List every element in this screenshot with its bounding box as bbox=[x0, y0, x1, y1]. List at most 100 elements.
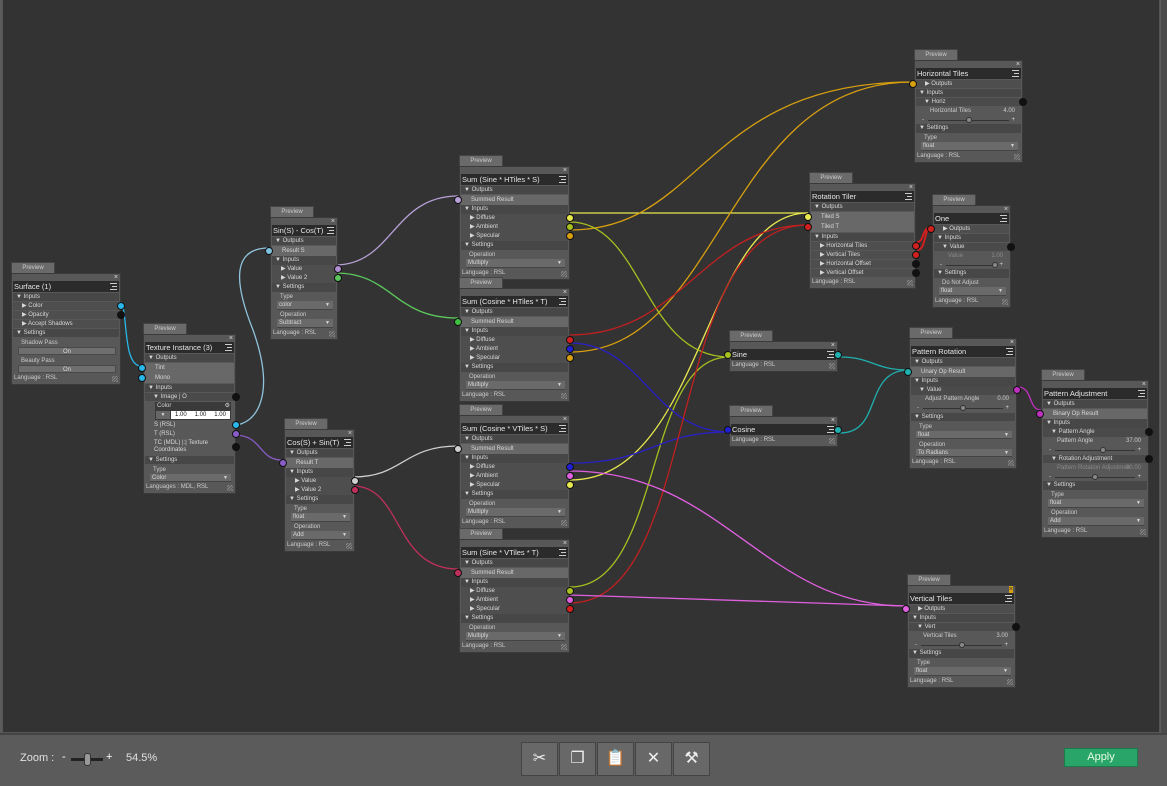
section-header[interactable]: ▼ Settings bbox=[934, 269, 1009, 278]
node-title[interactable]: Sum (Sine * HTiles * S) bbox=[461, 174, 568, 185]
input-port[interactable] bbox=[232, 421, 240, 430]
input-item[interactable]: ▶ Accept Shadows bbox=[13, 319, 119, 328]
input-port[interactable] bbox=[912, 259, 920, 268]
decrement-icon[interactable]: - bbox=[915, 641, 917, 648]
slider-value[interactable]: 90.00 bbox=[1125, 464, 1141, 471]
output-port[interactable] bbox=[454, 317, 462, 326]
output-port[interactable] bbox=[909, 79, 917, 88]
color-channel-value[interactable]: 1.00 bbox=[214, 412, 226, 418]
node-sum-cosine-htiles-t[interactable]: Preview×Sum (Cosine * HTiles * T)▼ Outpu… bbox=[454, 277, 574, 402]
input-port[interactable] bbox=[566, 605, 574, 614]
resize-grip[interactable] bbox=[561, 392, 567, 399]
preview-tab[interactable]: Preview bbox=[729, 405, 773, 416]
apply-button[interactable]: Apply bbox=[1064, 748, 1138, 767]
slider-value[interactable]: 3.00 bbox=[996, 632, 1008, 639]
dropdown[interactable]: Multiply▼ bbox=[466, 632, 565, 641]
input-item[interactable]: ▶ Outputs bbox=[902, 604, 1014, 613]
section-header[interactable]: ▼ Settings bbox=[916, 124, 1021, 133]
node-title[interactable]: Sin(S) - Cos(T) bbox=[272, 225, 336, 236]
output-port[interactable] bbox=[804, 212, 812, 221]
slider-value[interactable]: 0.00 bbox=[997, 396, 1009, 402]
input-port[interactable] bbox=[912, 268, 920, 277]
slider-thumb[interactable] bbox=[1099, 447, 1106, 453]
node-title[interactable]: Cosine bbox=[724, 424, 842, 435]
menu-icon[interactable] bbox=[225, 344, 232, 351]
slider-thumb[interactable] bbox=[992, 261, 999, 268]
slider[interactable]: -+ bbox=[915, 641, 1008, 649]
resize-grip[interactable] bbox=[561, 643, 567, 650]
section-header[interactable]: ▼ Outputs bbox=[145, 353, 234, 362]
menu-icon[interactable] bbox=[1012, 70, 1019, 77]
resize-grip[interactable] bbox=[112, 376, 118, 382]
output-port[interactable] bbox=[1036, 409, 1044, 418]
close-icon[interactable]: × bbox=[830, 342, 835, 349]
output-port[interactable] bbox=[138, 363, 146, 372]
output-port[interactable] bbox=[454, 444, 462, 453]
preview-tab[interactable]: Preview bbox=[459, 277, 503, 288]
preview-tab[interactable]: Preview bbox=[459, 528, 503, 539]
close-icon[interactable]: × bbox=[228, 335, 233, 342]
section-header[interactable]: ▼ Settings bbox=[461, 614, 568, 623]
resize-grip[interactable] bbox=[829, 363, 835, 369]
preview-tab[interactable]: Preview bbox=[1041, 369, 1085, 380]
menu-icon[interactable] bbox=[344, 439, 351, 446]
dropdown[interactable]: To Radians▼ bbox=[916, 448, 1012, 457]
dropdown[interactable]: Add▼ bbox=[1048, 517, 1144, 526]
input-port[interactable] bbox=[232, 443, 240, 451]
slider-track[interactable] bbox=[1055, 450, 1135, 451]
slider[interactable]: -+ bbox=[917, 404, 1009, 412]
close-icon[interactable]: × bbox=[1141, 381, 1146, 388]
decrement-icon[interactable]: - bbox=[917, 405, 919, 411]
close-icon[interactable]: × bbox=[113, 274, 118, 281]
input-group[interactable]: ▼ Rotation Adjustment bbox=[1043, 454, 1153, 463]
menu-icon[interactable] bbox=[1138, 390, 1145, 397]
section-header[interactable]: ▼ Inputs bbox=[461, 578, 568, 587]
close-icon[interactable]: × bbox=[1015, 61, 1020, 68]
input-item[interactable]: ▶ Diffuse bbox=[461, 214, 574, 223]
preview-tab[interactable]: Preview bbox=[909, 327, 953, 338]
section-header[interactable]: ▼ Inputs bbox=[286, 468, 353, 477]
input-item[interactable]: ▶ Specular bbox=[461, 481, 574, 490]
node-title[interactable]: Cos(S) + Sin(T) bbox=[286, 437, 353, 448]
input-port[interactable] bbox=[334, 265, 342, 274]
input-port[interactable] bbox=[1019, 97, 1027, 106]
input-port[interactable] bbox=[1012, 622, 1020, 631]
zoom-slider[interactable]: - + bbox=[62, 751, 114, 766]
dropdown[interactable]: float▼ bbox=[916, 430, 1012, 439]
decrement-icon[interactable]: - bbox=[1049, 473, 1051, 480]
color-dropdown[interactable]: ▼ bbox=[156, 411, 170, 419]
resize-grip[interactable] bbox=[1008, 460, 1014, 466]
input-port[interactable] bbox=[566, 354, 574, 363]
toggle-button[interactable]: On bbox=[18, 364, 116, 373]
decrement-icon[interactable]: - bbox=[922, 116, 924, 123]
resize-grip[interactable] bbox=[227, 485, 233, 491]
input-port[interactable] bbox=[566, 223, 574, 232]
paste-button[interactable]: 📋 bbox=[597, 742, 634, 776]
section-header[interactable]: ▼ Inputs bbox=[145, 383, 234, 392]
input-port[interactable] bbox=[1007, 242, 1015, 251]
close-icon[interactable]: × bbox=[1003, 206, 1008, 213]
input-group[interactable]: ▼ Pattern Angle bbox=[1043, 428, 1153, 437]
input-port[interactable] bbox=[566, 336, 574, 345]
slider-thumb[interactable] bbox=[958, 641, 965, 648]
input-item[interactable]: ▶ Ambient bbox=[461, 223, 574, 232]
input-port[interactable] bbox=[334, 274, 342, 283]
input-item[interactable]: ▶ Vertical Offset bbox=[811, 268, 920, 277]
section-header[interactable]: ▼ Settings bbox=[461, 241, 568, 250]
input-group[interactable]: ▼ Horiz bbox=[916, 97, 1027, 106]
dropdown[interactable]: float▼ bbox=[291, 513, 350, 522]
node-title[interactable]: Pattern Adjustment bbox=[1043, 388, 1147, 399]
node-sum-sine-vtiles-t[interactable]: Preview×Sum (Sine * VTiles * T)▼ Outputs… bbox=[454, 528, 574, 653]
input-port[interactable] bbox=[566, 596, 574, 605]
input-port[interactable] bbox=[566, 232, 574, 241]
section-header[interactable]: ▼ Settings bbox=[461, 363, 568, 372]
input-item[interactable]: ▶ Diffuse bbox=[461, 587, 574, 596]
input-item[interactable]: ▶ Diffuse bbox=[461, 336, 574, 345]
section-header[interactable]: ▼ Outputs bbox=[461, 185, 568, 194]
output-port[interactable] bbox=[927, 224, 935, 233]
node-title[interactable]: Sum (Cosine * HTiles * T) bbox=[461, 296, 568, 307]
node-title[interactable]: Pattern Rotation bbox=[911, 346, 1015, 357]
resize-grip[interactable] bbox=[561, 270, 567, 277]
section-header[interactable]: ▼ Inputs bbox=[934, 233, 1009, 242]
section-header[interactable]: ▼ Inputs bbox=[13, 292, 119, 301]
